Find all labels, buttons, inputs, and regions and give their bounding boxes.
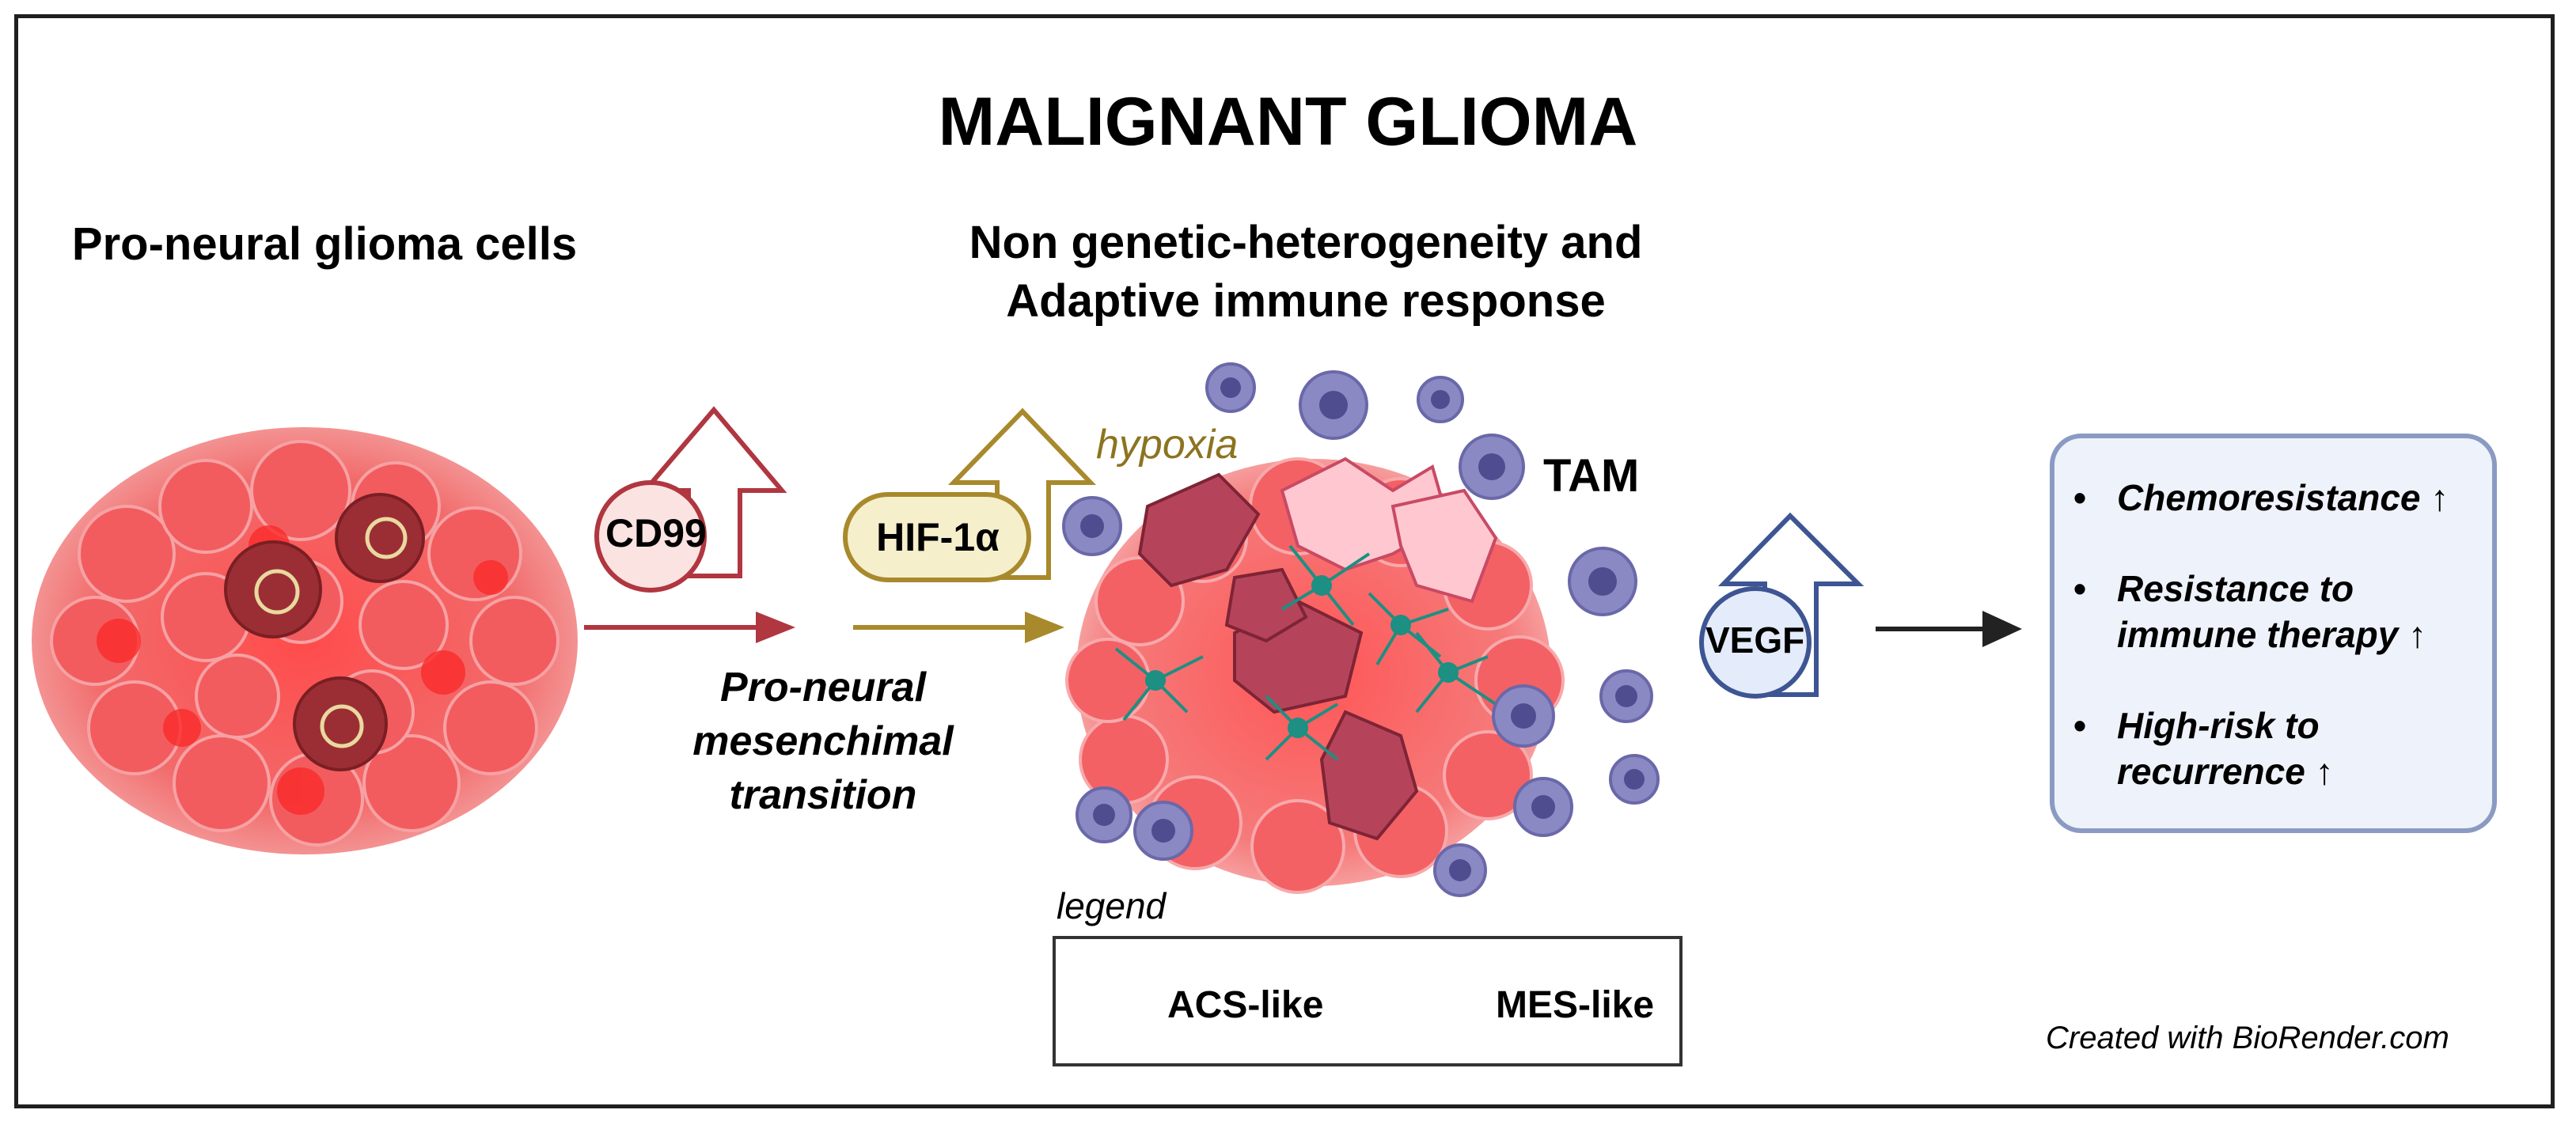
credit-text: Created with BioRender.com (2046, 1021, 2449, 1055)
main-title: MALIGNANT GLIOMA (938, 84, 1638, 160)
outcome-text: immune therapy (2117, 614, 2399, 655)
bullet: • (2073, 477, 2087, 518)
heterogeneity-title: Non genetic-heterogeneity and Adaptive i… (969, 217, 1643, 327)
increase-arrow-icon: ↑ (2315, 751, 2334, 792)
proneural-title: Pro-neural glioma cells (71, 218, 578, 270)
transition-label: Pro-neural mesenchimal transition (692, 665, 954, 818)
outcome-text: Chemoresistance (2117, 477, 2421, 518)
tam-cells (1062, 362, 1660, 897)
legend-title: legend (1057, 885, 1167, 926)
increase-arrow-icon: ↑ (2430, 477, 2449, 518)
hif1a-label: HIF-1α (876, 515, 1000, 559)
proneural-tumor-cluster (32, 427, 578, 854)
transition-arrows (584, 612, 1064, 643)
mes-like-cells (1280, 456, 1498, 604)
hif1a-marker (843, 407, 1097, 582)
increase-arrow-icon: ↑ (2408, 614, 2427, 655)
cd99-marker (594, 406, 787, 593)
heterogeneous-tumor (1065, 456, 1565, 894)
legend-mes-label: MES-like (1496, 984, 1655, 1026)
tam-label: TAM (1543, 450, 1640, 502)
hypoxia-label: hypoxia (1096, 422, 1239, 468)
vegf-label: VEGF (1705, 619, 1805, 661)
acs-like-cells (1114, 544, 1497, 761)
bullet: • (2073, 705, 2087, 746)
outcome-arrow (1876, 611, 2022, 647)
figure-border (14, 14, 2555, 1108)
necrotic-cells (224, 493, 425, 771)
outcome-text: Resistance to (2117, 568, 2354, 609)
legend-acs-label: ACS-like (1167, 984, 1324, 1026)
cd99-label: CD99 (605, 511, 707, 555)
legend-box (1053, 936, 1683, 1066)
outcome-text: recurrence (2117, 751, 2305, 792)
outcome-text: High-risk to (2117, 705, 2320, 746)
outcome-box (2050, 434, 2497, 833)
bullet: • (2073, 568, 2087, 609)
vegf-marker (1699, 512, 1865, 699)
